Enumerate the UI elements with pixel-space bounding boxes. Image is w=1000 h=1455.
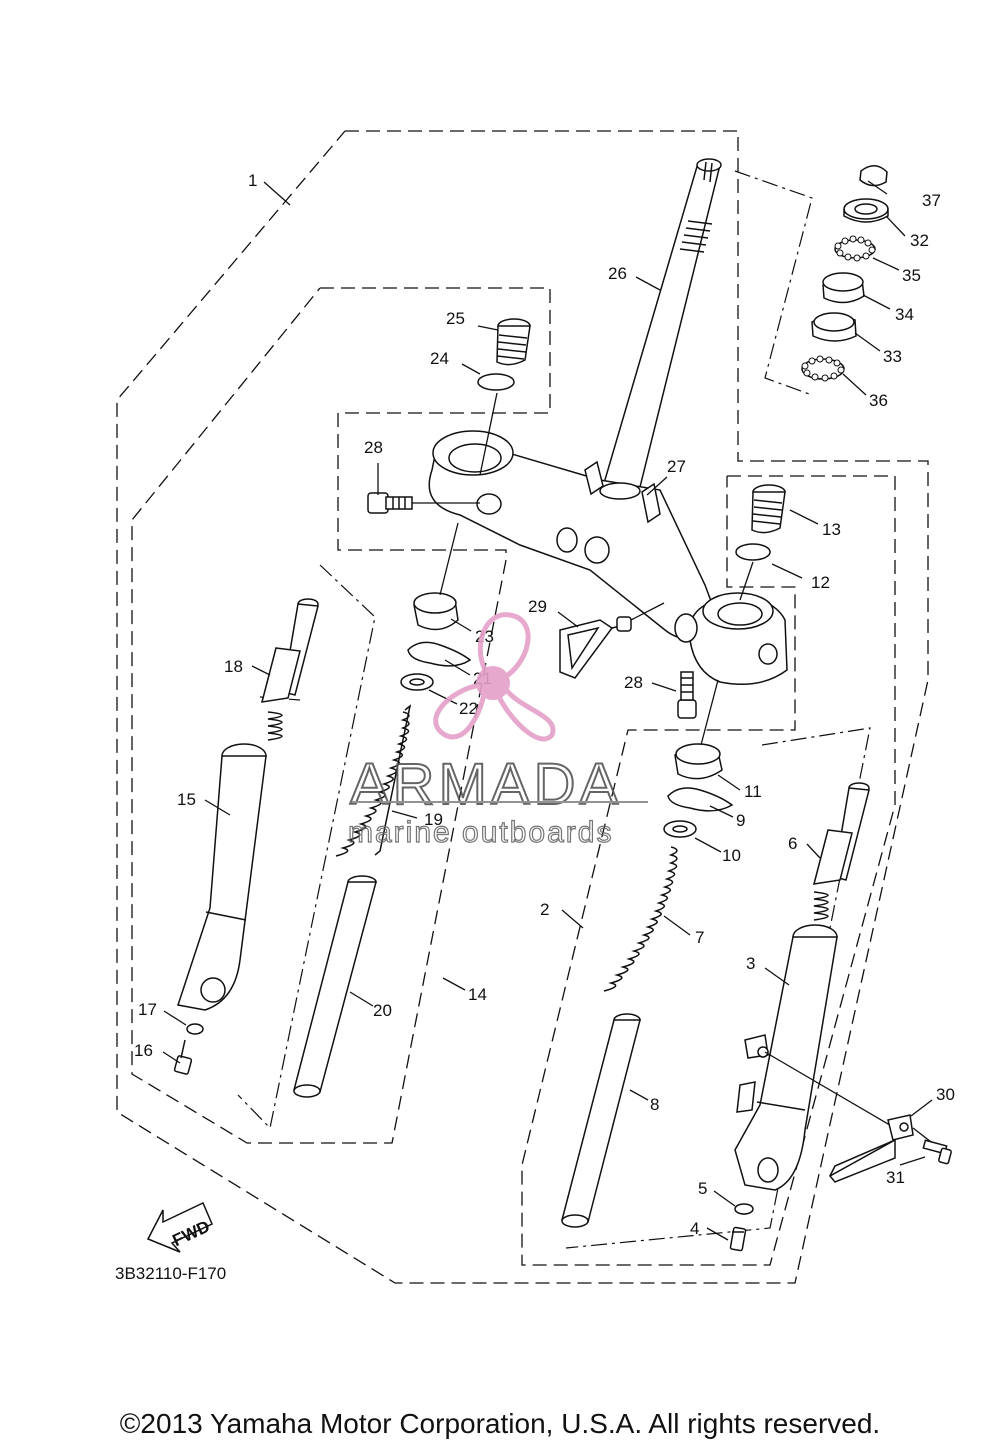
callout-34: 34 [895, 305, 914, 324]
diagram-code: 3B32110-F170 [115, 1264, 226, 1283]
under-bracket [428, 430, 788, 685]
callout-13: 13 [822, 520, 841, 539]
steering-stem [601, 158, 722, 496]
leader-lines [162, 180, 933, 1241]
callout-36: 36 [869, 391, 888, 410]
callout-28-lower: 28 [624, 673, 643, 692]
callout-33: 33 [883, 347, 902, 366]
cable-holder-30 [764, 1051, 952, 1183]
callout-19: 19 [424, 810, 443, 829]
callout-32: 32 [910, 231, 929, 250]
callout-15: 15 [177, 790, 196, 809]
watermark-tagline: marine outboards [348, 816, 613, 849]
callout-2: 2 [540, 900, 549, 919]
callout-37: 37 [922, 191, 941, 210]
left-damper-rod-18 [260, 598, 319, 741]
right-spring-7 [603, 846, 678, 992]
callout-30: 30 [936, 1085, 955, 1104]
callout-18: 18 [224, 657, 243, 676]
left-spring-19 [335, 704, 412, 857]
boundary-assembly-2 [521, 475, 896, 1266]
callout-6: 6 [788, 834, 797, 853]
callout-7: 7 [695, 928, 704, 947]
cable-guide-29 [559, 602, 665, 679]
callout-29: 29 [528, 597, 547, 616]
frame-stem [734, 170, 813, 396]
callout-31: 31 [886, 1168, 905, 1187]
callout-25: 25 [446, 309, 465, 328]
callout-35: 35 [902, 266, 921, 285]
callout-1: 1 [248, 171, 257, 190]
right-damper-rod-6 [812, 782, 870, 921]
callout-9: 9 [736, 811, 745, 830]
callout-24: 24 [430, 349, 449, 368]
assembly-boundaries [116, 130, 929, 1284]
callout-8: 8 [650, 1095, 659, 1114]
bolt-28-lower [677, 671, 697, 719]
callout-14: 14 [468, 985, 487, 1004]
callout-11: 11 [744, 782, 762, 801]
left-inner-tube-20 [293, 875, 377, 1098]
callout-4: 4 [690, 1219, 699, 1238]
copyright-notice: ©2013 Yamaha Motor Corporation, U.S.A. A… [119, 1408, 881, 1439]
fwd-arrow: FWD [146, 1201, 213, 1253]
callout-5: 5 [698, 1179, 707, 1198]
propeller-logo-icon [433, 612, 556, 742]
right-fork-cap-parts [663, 484, 786, 838]
callout-12: 12 [811, 573, 830, 592]
callout-10: 10 [722, 846, 741, 865]
right-outer-tube-3 [734, 924, 838, 1191]
callout-28-upper: 28 [364, 438, 383, 457]
callout-22: 22 [459, 699, 478, 718]
frame-left-upper [237, 564, 376, 1130]
callout-17: 17 [138, 1000, 157, 1019]
stem-bearing-stack [801, 165, 889, 382]
callout-3: 3 [746, 954, 755, 973]
right-inner-tube-8 [561, 1013, 641, 1228]
callout-20: 20 [373, 1001, 392, 1020]
bolt-28-upper [367, 492, 480, 514]
right-small-parts [729, 1203, 754, 1252]
left-fork-cap-parts [400, 318, 531, 691]
callout-26: 26 [608, 264, 627, 283]
left-outer-tube-15 [177, 743, 267, 1011]
left-small-parts [173, 1023, 204, 1075]
boundary-assembly-1 [116, 130, 929, 1284]
watermark-brand: ARMADA [350, 752, 622, 817]
callout-27: 27 [667, 457, 686, 476]
callout-labels: 1 2 3 4 5 6 7 8 9 10 11 12 13 14 15 16 1… [134, 171, 955, 1238]
callout-16: 16 [134, 1041, 153, 1060]
watermark: ARMADA marine outboards [347, 612, 648, 850]
